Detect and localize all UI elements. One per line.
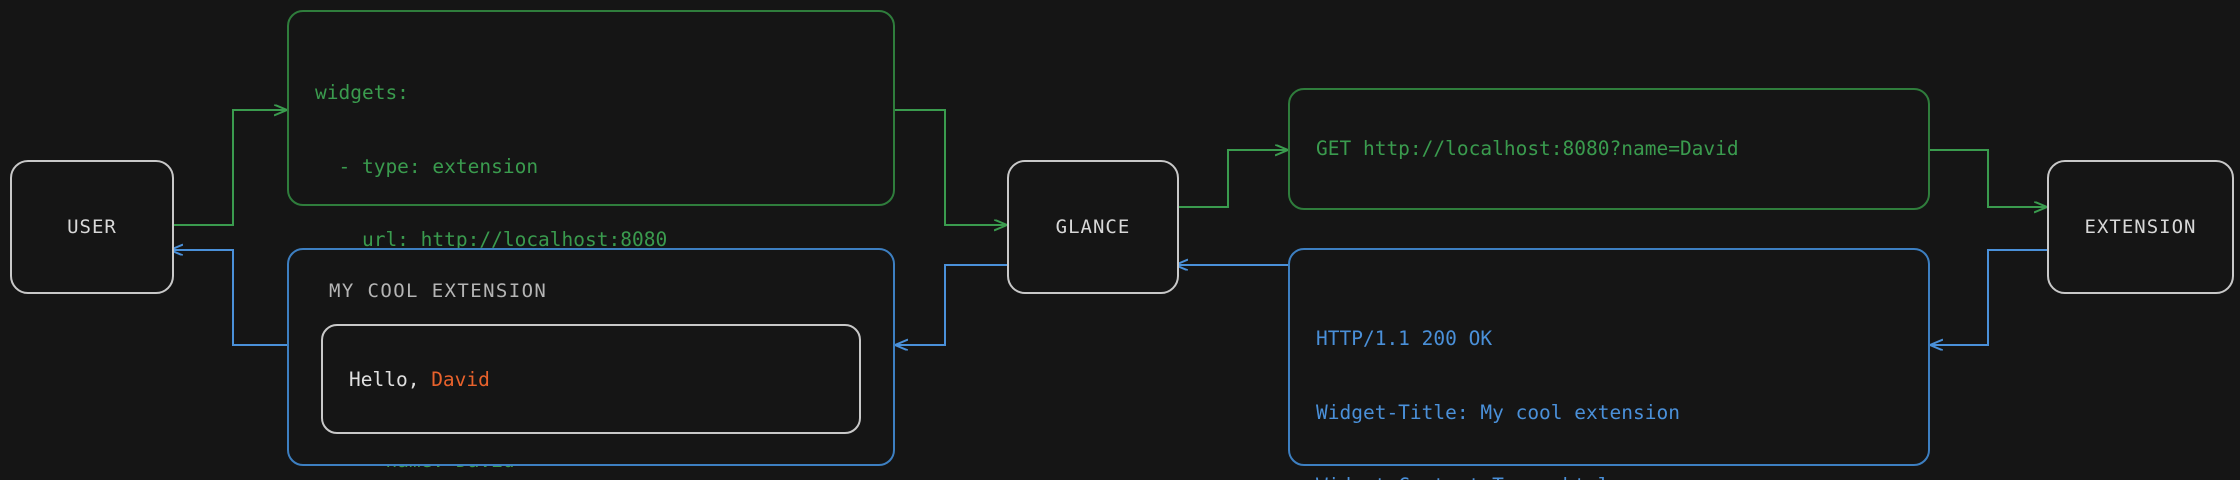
http-response-line: Widget-Content-Type: html <box>1316 474 1902 480</box>
edge-user-to-config <box>170 110 287 226</box>
edge-request-to-extension <box>1930 149 2047 207</box>
widget-greeting-name: David <box>431 367 490 391</box>
edge-config-to-glance <box>895 109 1007 225</box>
config-yaml-box: widgets: - type: extension url: http://l… <box>287 10 895 472</box>
edge-glance-to-request <box>1175 150 1288 208</box>
edge-extension-to-response <box>1930 249 2047 345</box>
http-response-box: HTTP/1.1 200 OK Widget-Title: My cool ex… <box>1288 248 1930 480</box>
edge-widget-to-user <box>170 250 287 346</box>
widget-greeting: Hello, David <box>349 368 490 391</box>
widget-title: MY COOL EXTENSION <box>329 280 548 302</box>
node-glance-label: GLANCE <box>1055 216 1131 238</box>
http-response-line: Widget-Title: My cool extension <box>1316 400 1680 424</box>
node-user-label: USER <box>67 216 117 238</box>
edge-glance-to-widget <box>895 264 1007 345</box>
config-yaml-line: - type: extension <box>315 154 539 178</box>
rendered-widget-card: MY COOL EXTENSION Hello, David <box>287 248 895 466</box>
http-request-box: GET http://localhost:8080?name=David <box>1288 88 1930 210</box>
widget-content-frame: Hello, David <box>321 324 861 434</box>
node-user[interactable]: USER <box>10 160 174 294</box>
config-yaml-line: widgets: <box>315 81 409 104</box>
http-response-line: HTTP/1.1 200 OK <box>1316 327 1493 350</box>
node-extension-label: EXTENSION <box>2084 216 2197 238</box>
node-extension[interactable]: EXTENSION <box>2047 160 2234 294</box>
http-request-line: GET http://localhost:8080?name=David <box>1316 136 1739 160</box>
node-glance[interactable]: GLANCE <box>1007 160 1179 294</box>
widget-greeting-prefix: Hello, <box>349 367 432 391</box>
config-yaml-line: url: http://localhost:8080 <box>315 228 668 251</box>
